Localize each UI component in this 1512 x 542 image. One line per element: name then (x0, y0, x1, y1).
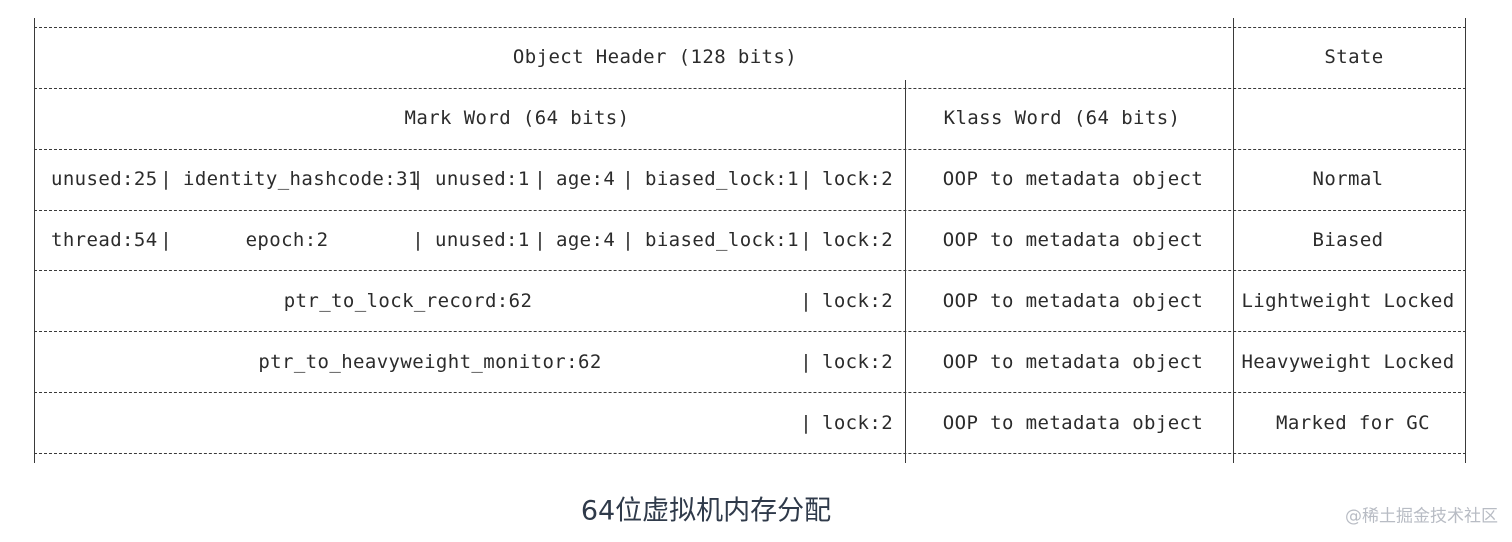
field-separator: | (534, 229, 546, 251)
state-cell-heavyweight-locked: Heavyweight Locked (1241, 351, 1455, 373)
field-separator: | (800, 168, 812, 190)
table-rule (34, 331, 1466, 332)
table-rule (34, 392, 1466, 393)
state-column-title: State (1324, 46, 1384, 68)
object-header-title: Object Header (128 bits) (512, 46, 798, 68)
table-rule (34, 88, 1466, 89)
field-separator: | (534, 168, 546, 190)
table-rule (34, 210, 1466, 211)
figure-caption: 64位虚拟机内存分配 (580, 495, 832, 527)
klass-cell: OOP to metadata object (942, 168, 1204, 190)
state-cell-normal: Normal (1312, 168, 1384, 190)
state-cell-biased: Biased (1312, 229, 1384, 251)
field-ptr-to-heavyweight-monitor: ptr_to_heavyweight_monitor:62 (258, 351, 602, 373)
watermark: @稀土掘金技术社区 (1345, 506, 1498, 527)
klass-word-title: Klass Word (64 bits) (943, 107, 1181, 129)
field-lock: lock:2 (822, 229, 894, 251)
field-thread: thread:54 (51, 229, 158, 251)
table-border-right (1465, 18, 1466, 463)
field-ptr-to-lock-record: ptr_to_lock_record:62 (283, 290, 533, 312)
field-separator: | (622, 168, 634, 190)
klass-cell: OOP to metadata object (942, 229, 1204, 251)
table-rule-top (34, 27, 1466, 28)
klass-column-divider (905, 80, 906, 463)
field-identity-hashcode: identity_hashcode:31 (183, 168, 420, 190)
field-separator: | (622, 229, 634, 251)
field-separator: | (160, 229, 172, 251)
field-lock: lock:2 (822, 351, 894, 373)
table-border-left (34, 18, 35, 463)
object-header-layout-table: Object Header (128 bits) State Mark Word… (34, 18, 1466, 463)
field-separator: | (412, 168, 424, 190)
field-age: age:4 (556, 168, 616, 190)
klass-cell: OOP to metadata object (942, 290, 1204, 312)
field-biased-lock: biased_lock:1 (645, 229, 799, 251)
field-separator: | (412, 229, 424, 251)
field-unused-1: unused:1 (435, 168, 530, 190)
field-lock: lock:2 (822, 168, 894, 190)
mark-word-title: Mark Word (64 bits) (404, 107, 630, 129)
field-unused-1: unused:1 (435, 229, 530, 251)
field-lock: lock:2 (822, 412, 894, 434)
field-biased-lock: biased_lock:1 (645, 168, 799, 190)
table-rule (34, 149, 1466, 150)
klass-cell: OOP to metadata object (942, 351, 1204, 373)
field-epoch: epoch:2 (245, 229, 329, 251)
field-separator: | (800, 351, 812, 373)
klass-cell: OOP to metadata object (942, 412, 1204, 434)
field-separator: | (800, 290, 812, 312)
field-separator: | (800, 412, 812, 434)
field-unused-25: unused:25 (51, 168, 158, 190)
state-column-divider (1233, 18, 1234, 463)
state-cell-lightweight-locked: Lightweight Locked (1241, 290, 1455, 312)
field-separator: | (800, 229, 812, 251)
table-rule (34, 270, 1466, 271)
field-separator: | (160, 168, 172, 190)
state-cell-marked-for-gc: Marked for GC (1276, 412, 1430, 434)
field-age: age:4 (556, 229, 616, 251)
field-lock: lock:2 (822, 290, 894, 312)
table-rule-bottom (34, 453, 1466, 454)
